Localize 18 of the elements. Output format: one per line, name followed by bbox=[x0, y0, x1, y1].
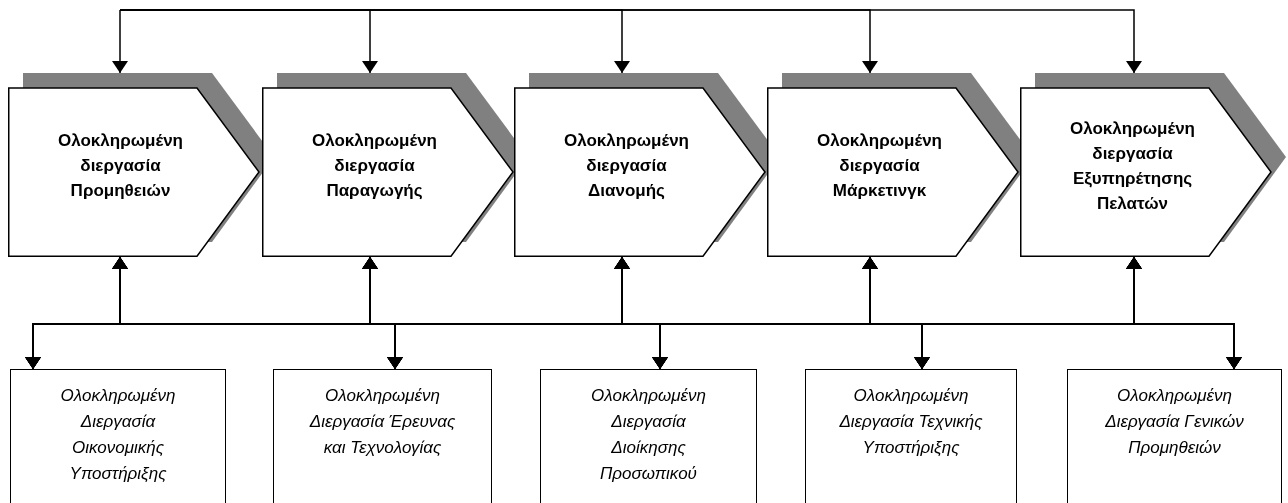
process-label: Ολοκληρωμένη διεργασία Εξυπηρέτησης Πελατών bbox=[1069, 117, 1196, 215]
arrow bbox=[119, 9, 1142, 74]
process-label: Ολοκληρωμένη διεργασία Παραγωγής bbox=[311, 130, 438, 202]
support-process-label: Ολοκληρωμένη Διεργασία Τεχνικής Υποστήριξης bbox=[838, 385, 984, 459]
support-process-label: Ολοκληρωμένη Διεργασία Γενικών Προμηθειών bbox=[1104, 385, 1245, 459]
support-process-box bbox=[273, 369, 492, 503]
support-process-box bbox=[540, 369, 757, 503]
process-label: Ολοκληρωμένη διεργασία Διανομής bbox=[563, 130, 690, 202]
arrow bbox=[112, 9, 128, 74]
arrow bbox=[1126, 256, 1242, 370]
process-label: Ολοκληρωμένη διεργασία Προμηθειών bbox=[57, 130, 184, 202]
support-process-box bbox=[10, 369, 226, 503]
process-label: Ολοκληρωμένη διεργασία Μάρκετινγκ bbox=[816, 130, 943, 202]
support-process-box bbox=[805, 369, 1017, 503]
support-process-label: Ολοκληρωμένη Διεργασία Οικονομικής Υποστήριξης bbox=[59, 385, 177, 485]
support-process-label: Ολοκληρωμένη Διεργασία Έρευνας και Τεχνολογίας bbox=[308, 385, 457, 459]
support-process-label: Ολοκληρωμένη Διεργασία Διοίκησης Προσωπικού bbox=[590, 385, 707, 485]
support-process-box bbox=[1067, 369, 1282, 503]
